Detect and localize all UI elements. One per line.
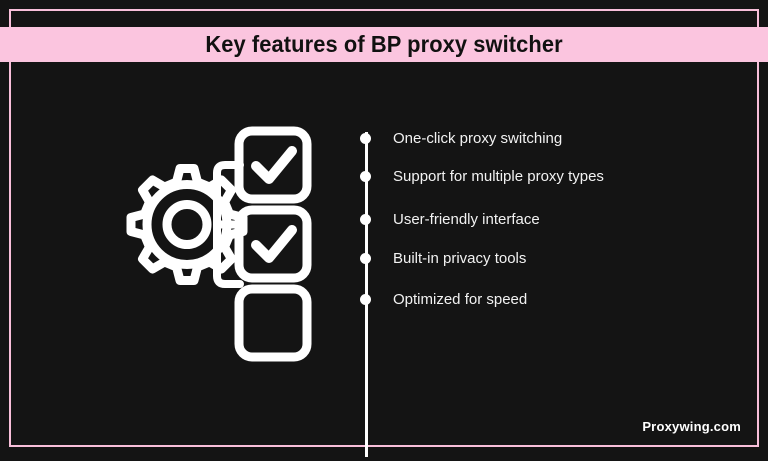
page-title: Key features of BP proxy switcher xyxy=(205,31,563,57)
list-item: User-friendly interface xyxy=(360,209,540,229)
checkbox-square-3 xyxy=(234,284,312,362)
checkbox-item-1 xyxy=(234,126,312,204)
list-item: Optimized for speed xyxy=(360,289,527,309)
bullet-dot-icon xyxy=(360,170,371,182)
checkbox-square-1 xyxy=(234,126,312,204)
check-mark-icon-2 xyxy=(251,225,297,263)
checkbox-item-2 xyxy=(234,205,312,283)
bullet-dot-icon xyxy=(360,132,371,144)
feature-label: User-friendly interface xyxy=(393,210,540,228)
bullet-dot-icon xyxy=(360,213,371,225)
bullet-dot-icon xyxy=(360,293,371,305)
list-item: Support for multiple proxy types xyxy=(360,166,604,186)
feature-label: Optimized for speed xyxy=(393,290,528,308)
gear-checklist-illustration xyxy=(55,118,325,368)
feature-label: One-click proxy switching xyxy=(393,129,563,147)
checkbox-square-2 xyxy=(234,205,312,283)
bullet-dot-icon xyxy=(360,252,371,264)
feature-list: One-click proxy switching Support for mu… xyxy=(360,120,750,457)
footer-brand: Proxywing.com xyxy=(642,419,741,434)
illustration-svg xyxy=(126,126,312,362)
feature-label: Support for multiple proxy types xyxy=(393,167,604,185)
feature-label: Built-in privacy tools xyxy=(393,249,527,267)
title-banner: Key features of BP proxy switcher xyxy=(0,27,768,62)
check-mark-icon-1 xyxy=(251,146,297,184)
list-item: One-click proxy switching xyxy=(360,128,562,148)
list-item: Built-in privacy tools xyxy=(360,248,526,268)
checkbox-item-3 xyxy=(234,284,312,362)
